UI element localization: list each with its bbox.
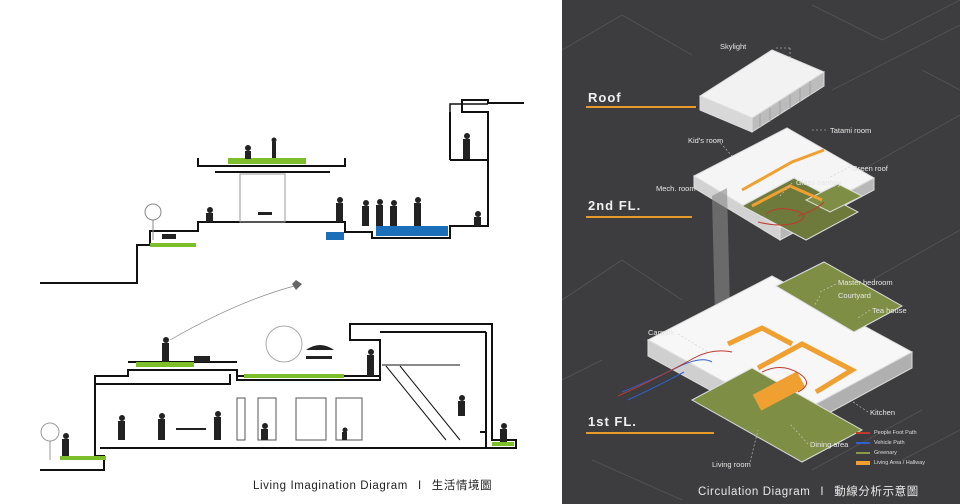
legend-item-foot-path: People Foot Path <box>856 428 925 438</box>
upper-section <box>40 99 524 284</box>
glass-window <box>239 173 286 223</box>
left-caption-en: Living Imagination Diagram <box>253 480 408 492</box>
label-glass-canopy: Glass canopy <box>796 178 842 187</box>
legend-swatch-foot-path <box>856 432 870 434</box>
label-mech-room: Mech. room <box>656 184 696 193</box>
label-courtyard: Courtyard <box>838 291 871 300</box>
living-imagination-panel: Living Imagination Diagram I 生活情境圖 <box>40 99 524 493</box>
circulation-panel: Roof 2nd FL. 1st FL. Skylight Tatami roo… <box>562 0 960 504</box>
right-caption: Circulation Diagram I 動線分析示意圖 <box>698 483 919 499</box>
label-skylight: Skylight <box>720 42 747 51</box>
tree-lower <box>40 325 303 460</box>
people-silhouettes-lower <box>62 337 507 456</box>
kite <box>292 280 302 290</box>
people-silhouettes-upper <box>162 133 481 239</box>
section-drawings <box>40 99 524 471</box>
label-kids-room: Kid's room <box>688 136 724 145</box>
label-carpark: Carpark <box>648 328 675 337</box>
label-green-roof: Green roof <box>852 164 888 173</box>
legend-item-living-area: Living Area / Hallway <box>856 458 925 468</box>
floor-line-2nd <box>586 216 692 218</box>
glass-shaft <box>712 188 730 318</box>
green-terrace-lower <box>244 374 344 378</box>
label-tatami-room: Tatami room <box>830 126 872 135</box>
legend-swatch-living-area <box>856 461 870 465</box>
garden-right-lower <box>492 442 514 446</box>
left-caption-zh: 生活情境圖 <box>431 480 493 492</box>
floor-label-roof: Roof <box>588 90 622 105</box>
garden-strip <box>150 243 196 247</box>
floor-label-1st: 1st FL. <box>588 414 637 429</box>
second-floor-hallway <box>741 148 825 208</box>
pool <box>376 226 448 236</box>
green-roof-lower <box>136 362 194 367</box>
legend: People Foot Path Vehicle Path Greenary L… <box>856 428 925 468</box>
legend-label-living-area: Living Area / Hallway <box>874 460 926 466</box>
roof-block <box>698 49 826 133</box>
second-floor-footpath <box>757 201 825 226</box>
floor-line-1st <box>586 432 714 434</box>
left-caption: Living Imagination Diagram I 生活情境圖 <box>253 477 492 493</box>
living-room-floor <box>752 371 806 411</box>
legend-label-foot-path: People Foot Path <box>874 430 917 436</box>
second-floor-block <box>692 127 876 241</box>
right-caption-en: Circulation Diagram <box>698 486 811 498</box>
tree-upper <box>144 203 162 240</box>
legend-item-vehicle-path: Vehicle Path <box>856 438 925 448</box>
label-living-room: Living room <box>712 460 751 469</box>
floor-label-2nd: 2nd FL. <box>588 198 642 213</box>
label-tea-house: Tea house <box>872 306 907 315</box>
green-roof-upper <box>228 158 306 164</box>
axonometric-drawing <box>562 0 960 501</box>
garden-lower <box>60 456 106 460</box>
label-kitchen: Kitchen <box>870 408 896 417</box>
label-master-bedroom: Master bedroom <box>838 278 893 287</box>
leader-lines <box>677 47 871 463</box>
label-dining-area: Dining area <box>810 440 849 449</box>
legend-label-greenery: Greenary <box>874 450 897 456</box>
legend-label-vehicle-path: Vehicle Path <box>874 440 905 446</box>
windows-lower <box>236 397 363 441</box>
pond <box>326 232 344 240</box>
legend-swatch-greenery <box>856 452 870 454</box>
legend-item-greenery: Greenary <box>856 448 925 458</box>
right-caption-zh: 動線分析示意圖 <box>834 486 919 498</box>
right-caption-separator: I <box>820 486 825 498</box>
first-floor-footpath <box>617 350 807 397</box>
parasol <box>306 345 334 350</box>
first-floor-living-area <box>726 325 858 395</box>
kite-string <box>169 284 299 341</box>
site-lines <box>562 0 960 501</box>
floor-line-roof <box>586 106 696 108</box>
left-caption-separator: I <box>417 480 422 492</box>
lower-section <box>40 323 517 471</box>
legend-swatch-vehicle-path <box>856 442 870 444</box>
